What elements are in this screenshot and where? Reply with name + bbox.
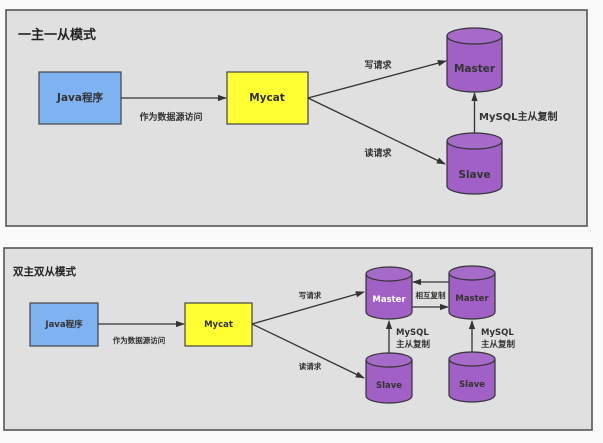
arrow-read <box>307 97 446 165</box>
slave-label: Slave <box>458 169 490 181</box>
slave-db-node-1[interactable]: Slave <box>365 352 413 404</box>
mycat-node[interactable]: Mycat <box>184 302 253 347</box>
edge-label-write: 写请求 <box>299 290 322 300</box>
arrow-read <box>251 323 365 379</box>
mycat-label: Mycat <box>249 92 285 104</box>
arrow-write <box>307 60 447 99</box>
panel-dual-master: 双主双从模式 Java程序 Mycat 作为数据源访问 Master Maste… <box>3 247 593 431</box>
panel-single-master: 一主一从模式 Java程序 Mycat 作为数据源访问 Master Slave <box>5 9 588 227</box>
database-icon <box>365 274 413 320</box>
java-app-node[interactable]: Java程序 <box>38 71 122 125</box>
mycat-box <box>226 71 309 125</box>
master-db-node-2[interactable]: Master <box>448 265 496 320</box>
panel-title: 双主双从模式 <box>12 265 76 278</box>
edge-label-read: 读请求 <box>364 147 392 159</box>
edge-label-replication-2-line2: 主从复制 <box>481 339 516 350</box>
slave-db-node-2[interactable]: Slave <box>448 351 496 403</box>
cylinder-top <box>448 265 496 281</box>
edge-label-app-to-mycat: 作为数据源访问 <box>139 111 202 123</box>
edge-label-replication-1-line1: MySQL <box>396 328 429 338</box>
slave-db-node[interactable]: Slave <box>446 132 503 195</box>
java-app-node[interactable]: Java程序 <box>29 302 99 347</box>
database-icon <box>365 360 413 404</box>
slave-label: Slave <box>459 380 485 390</box>
master-label: Master <box>372 295 406 305</box>
cylinder-top <box>365 266 413 282</box>
database-icon <box>446 36 503 93</box>
cylinder-top <box>446 132 503 150</box>
edge-label-replication: MySQL主从复制 <box>479 110 558 123</box>
master-db-node[interactable]: Master <box>446 27 503 93</box>
mycat-label: Mycat <box>204 320 233 330</box>
cylinder-top <box>448 351 496 367</box>
master-db-node-1[interactable]: Master <box>365 266 413 320</box>
cylinder-top <box>446 27 503 45</box>
mycat-node[interactable]: Mycat <box>226 71 309 125</box>
edge-label-mutual: 相互复制 <box>416 290 446 300</box>
edge-label-write: 写请求 <box>364 59 392 71</box>
edge-label-replication-2-line1: MySQL <box>481 328 514 338</box>
database-icon <box>448 273 496 320</box>
mycat-box <box>184 302 253 347</box>
edge-label-replication-1-line2: 主从复制 <box>396 339 431 350</box>
arrow-write <box>251 291 365 325</box>
database-icon <box>446 141 503 195</box>
master-label: Master <box>455 294 489 304</box>
slave-label: Slave <box>376 381 402 391</box>
java-app-label: Java程序 <box>44 319 83 330</box>
edge-label-app-to-mycat: 作为数据源访问 <box>113 335 166 345</box>
database-icon <box>448 359 496 403</box>
java-app-box <box>38 71 122 125</box>
edge-label-read: 读请求 <box>299 361 322 371</box>
cylinder-top <box>365 352 413 368</box>
panel-title: 一主一从模式 <box>18 27 96 43</box>
java-app-label: Java程序 <box>56 91 103 104</box>
master-label: Master <box>454 63 496 75</box>
